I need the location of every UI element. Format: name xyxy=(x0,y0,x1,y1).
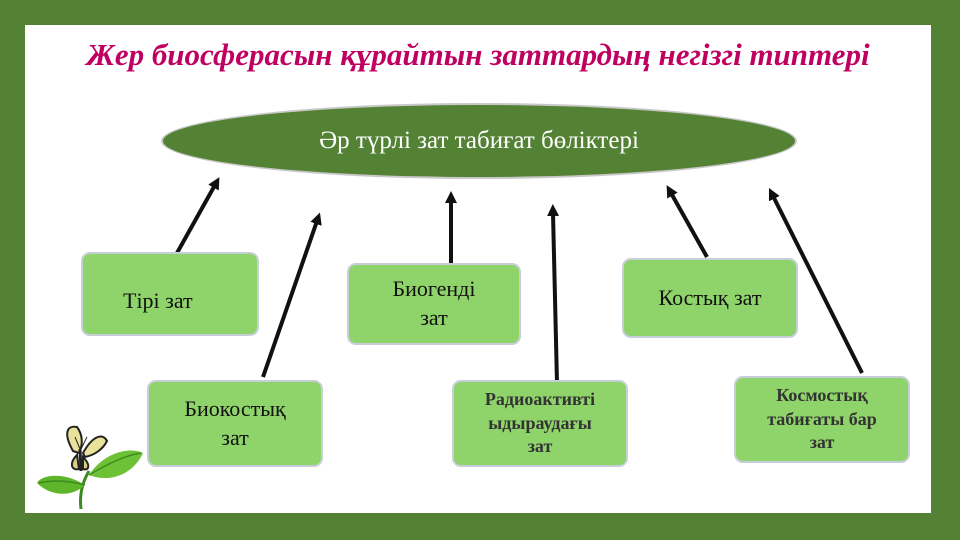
box-radio-line3: зат xyxy=(527,436,553,457)
box-biokostyk-line2: зат xyxy=(221,424,249,450)
center-ellipse: Әр түрлі зат табиғат бөліктері xyxy=(161,103,797,179)
slide: Жер биосферасын құрайтын заттардың негіз… xyxy=(25,25,931,513)
box-tiri-zat: Тірі зат xyxy=(81,252,259,336)
box-kostyk-zat: Костық зат xyxy=(622,258,798,338)
arrow-biokostyk xyxy=(261,212,322,378)
box-biogendi-line1: Биогенді xyxy=(392,276,476,302)
box-kosmos-line3: зат xyxy=(809,432,835,453)
box-radioaktivti-zat: Радиоактивті ыдыраудағы зат xyxy=(452,380,628,467)
arrow-radio xyxy=(547,204,560,384)
arrows-layer xyxy=(175,177,864,384)
box-kosmos-line1: Космостық xyxy=(776,385,868,406)
arrow-kostyk xyxy=(666,185,709,258)
box-biokostyk-line1: Биокостық xyxy=(184,395,286,421)
box-kosmos-line2: табиғаты бар xyxy=(767,408,877,429)
arrow-tiri xyxy=(175,177,220,254)
box-radio-line2: ыдыраудағы xyxy=(488,412,592,433)
box-tiri-label: Тірі зат xyxy=(123,288,193,313)
arrow-kosmos xyxy=(768,187,864,374)
slide-title: Жер биосферасын құрайтын заттардың негіз… xyxy=(86,37,870,72)
box-biokostyk-zat: Биокостық зат xyxy=(147,380,323,467)
box-biogendi-line2: зат xyxy=(420,305,448,330)
box-biogendi-zat: Биогенді зат xyxy=(347,263,521,345)
center-label: Әр түрлі зат табиғат бөліктері xyxy=(319,127,639,154)
butterfly-on-leaves-icon xyxy=(37,425,143,510)
box-kosmostyk-zat: Космостық табиғаты бар зат xyxy=(734,376,910,463)
box-kostyk-label: Костық зат xyxy=(658,284,762,310)
box-radio-line1: Радиоактивті xyxy=(484,389,596,410)
